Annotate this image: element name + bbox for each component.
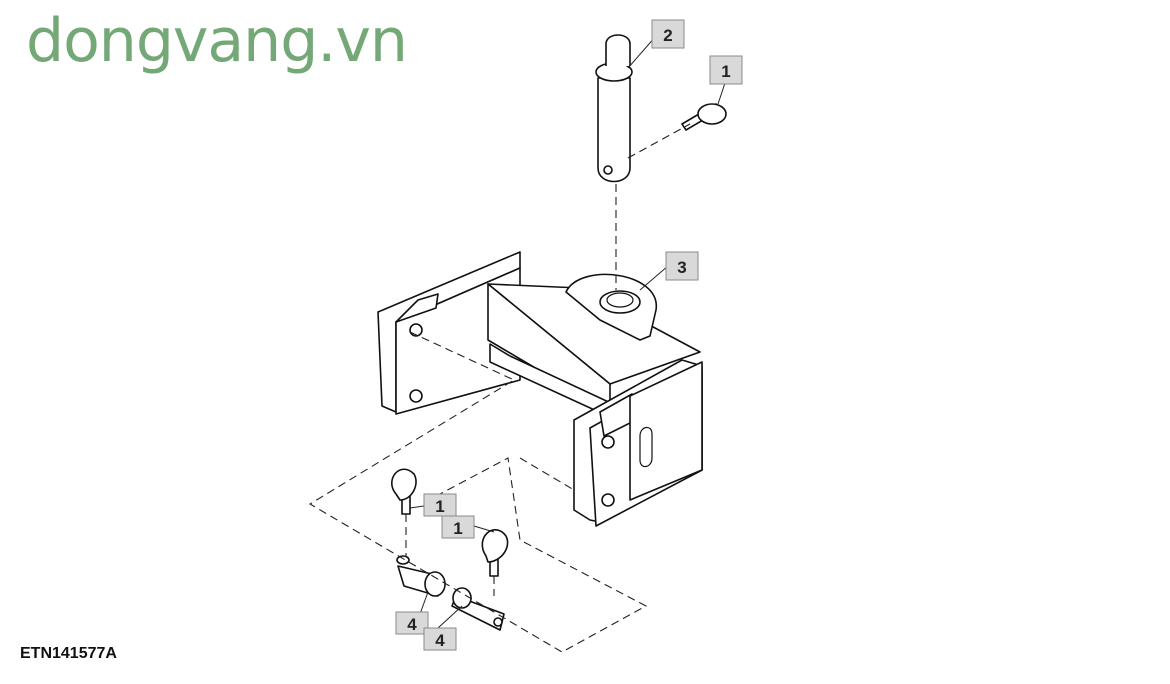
- callout-1-top: 1: [709, 55, 743, 85]
- callout-2: 2: [651, 19, 685, 49]
- callout-3: 3: [665, 251, 699, 281]
- callout-4-b: 4: [423, 627, 457, 651]
- upper-linch-pin: [681, 103, 727, 131]
- svg-text:1: 1: [453, 519, 462, 538]
- svg-text:1: 1: [721, 62, 730, 81]
- callout-leaders: [409, 35, 727, 629]
- svg-text:2: 2: [663, 26, 672, 45]
- alignment-lines: [308, 123, 691, 653]
- svg-text:4: 4: [435, 631, 445, 650]
- callout-1-lower-a: 1: [423, 493, 457, 517]
- lower-pin-right: [451, 587, 505, 631]
- watermark-logo: dongvang.vn: [26, 6, 408, 76]
- callout-1-lower-b: 1: [441, 515, 475, 539]
- lower-linch-pin-right: [481, 529, 509, 577]
- callout-4-a: 4: [395, 611, 429, 635]
- figure-id-label: ETN141577A: [20, 645, 117, 662]
- lower-pin-left: [396, 555, 446, 597]
- svg-text:4: 4: [407, 615, 417, 634]
- svg-text:1: 1: [435, 497, 444, 516]
- hitch-bracket: [377, 251, 703, 527]
- lower-linch-pin-left: [390, 468, 417, 515]
- upper-pin: [595, 34, 633, 183]
- svg-text:3: 3: [677, 258, 686, 277]
